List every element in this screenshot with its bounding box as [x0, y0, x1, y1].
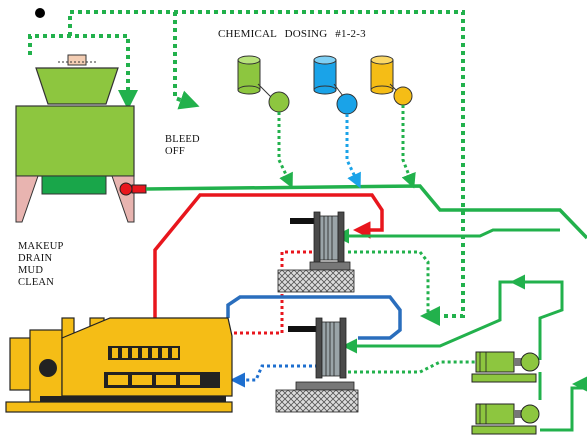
makeup-label: MAKEUP DRAIN MUD CLEAN — [18, 241, 64, 289]
makeup-line-4: CLEAN — [18, 277, 54, 288]
heat-exchanger-bottom-icon — [275, 317, 359, 413]
heat-exchanger-top-icon — [277, 211, 355, 293]
tower-outlet-valve-icon — [119, 182, 147, 196]
chemical-tank-2-icon — [313, 55, 358, 115]
dotted-tower-spray-loop — [28, 34, 138, 110]
main-cooling-water-line — [145, 184, 587, 240]
hx-bottom-supply-line — [342, 280, 520, 354]
makeup-line-3: MUD — [18, 265, 44, 276]
chemical-tank-1-icon — [237, 55, 290, 113]
marker-dot — [35, 8, 45, 18]
pump-discharge-line — [510, 274, 564, 360]
engine-hot-water-line — [153, 193, 384, 318]
bleed-off-label: BLEED OFF — [165, 134, 200, 158]
makeup-line-1: MAKEUP — [18, 241, 64, 252]
hx-bottom-return-dotted — [230, 364, 318, 388]
makeup-line-2: DRAIN — [18, 253, 53, 264]
diesel-engine-icon — [5, 317, 233, 413]
pump-upper-icon — [471, 351, 540, 383]
dosing-line-2 — [345, 114, 361, 189]
hx-top-return-dotted — [232, 250, 312, 335]
dosing-line-1 — [277, 112, 293, 189]
pump-suction-line — [540, 386, 587, 432]
hx-top-supply-line — [334, 228, 560, 244]
engine-cold-water-line — [226, 295, 402, 340]
dosing-line-3 — [401, 105, 416, 189]
bleed-off-line-2: OFF — [165, 146, 185, 157]
dotted-bleed-off-line — [173, 12, 200, 110]
dotted-return-loop — [68, 10, 465, 326]
chemical-tank-3-icon — [370, 55, 413, 106]
hx-bottom-dotted-out — [348, 360, 512, 374]
pump-lower-icon — [471, 403, 540, 435]
chemical-dosing-title: CHEMICAL DOSING #1-2-3 — [218, 28, 366, 40]
cooling-tower-icon — [15, 54, 135, 223]
bleed-off-line-1: BLEED — [165, 134, 200, 145]
hx-top-dotted-out — [348, 250, 430, 318]
